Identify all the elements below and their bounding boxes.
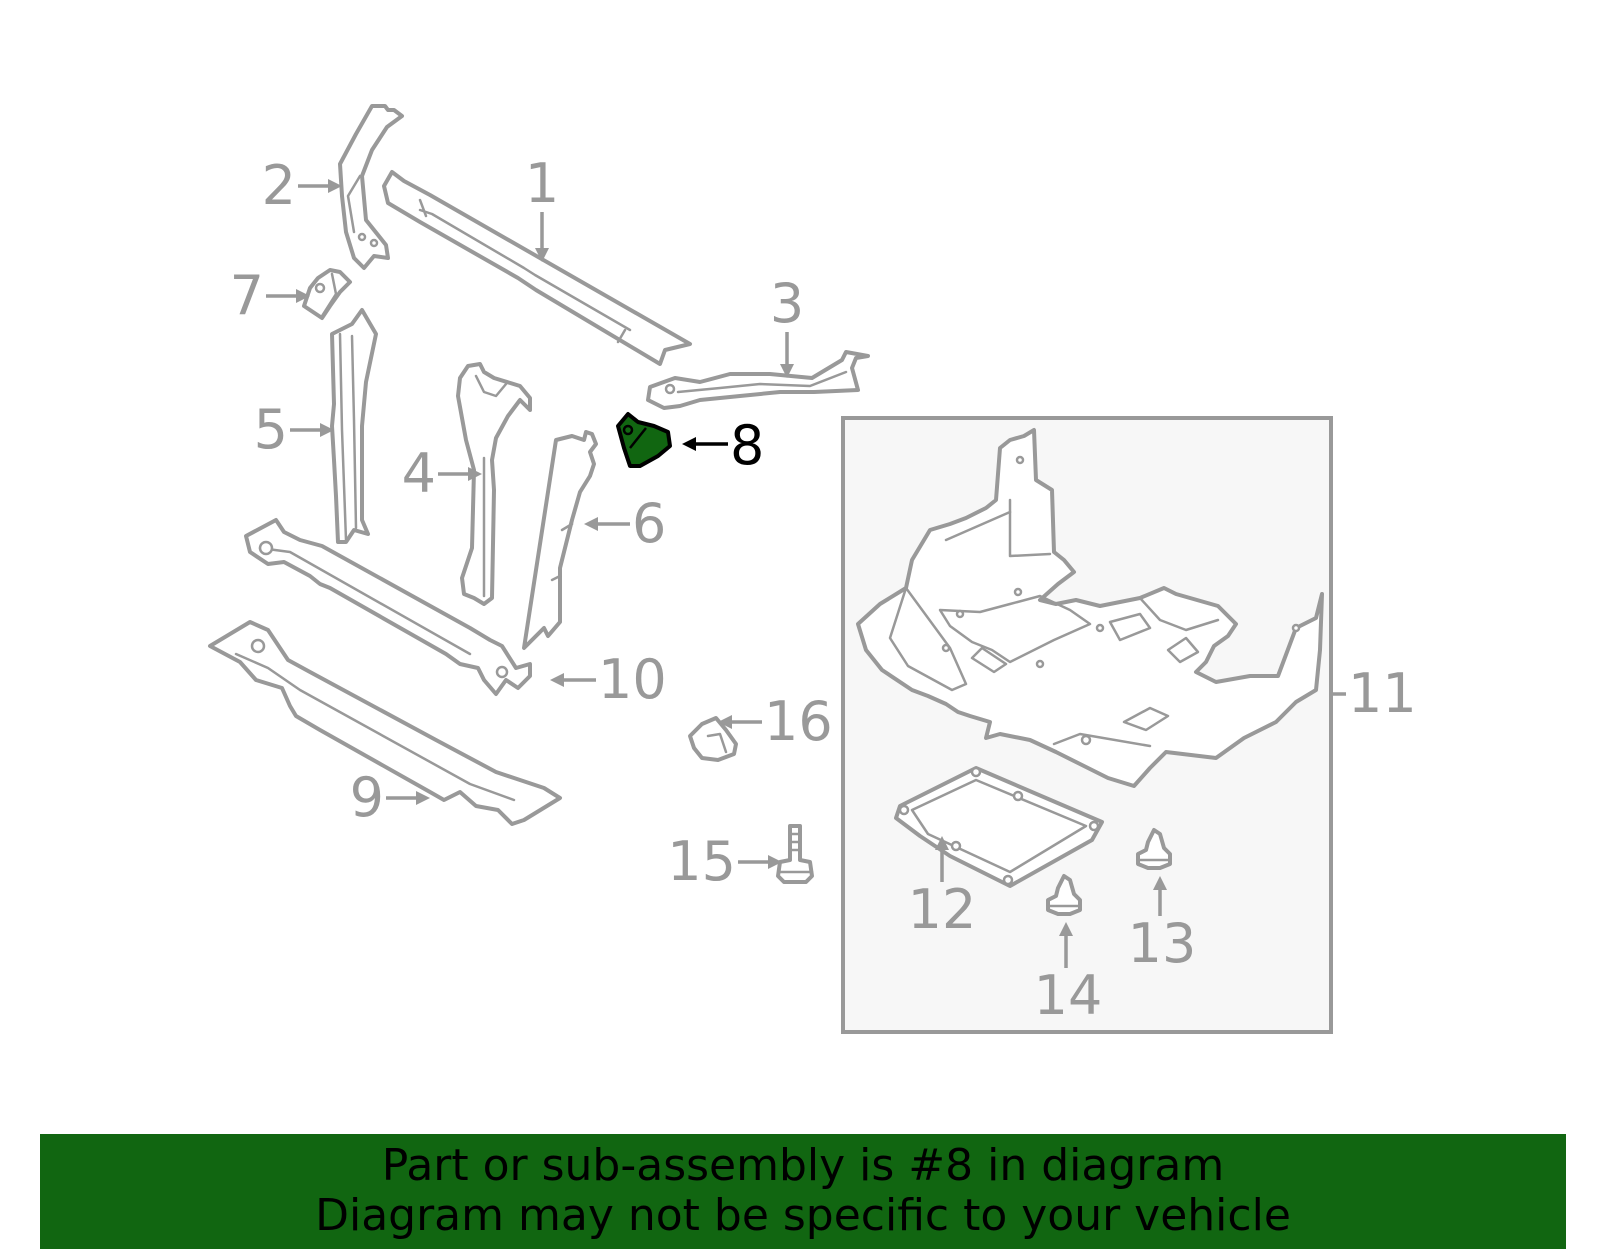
- part-11[interactable]: [856, 428, 1324, 788]
- callout-10: 10: [598, 648, 667, 711]
- part-7[interactable]: [302, 268, 352, 320]
- part-9[interactable]: [208, 620, 562, 826]
- callout-9: 9: [350, 766, 384, 829]
- callout-14: 14: [1034, 964, 1103, 1027]
- part-8[interactable]: [616, 412, 672, 468]
- part-16[interactable]: [688, 716, 738, 762]
- banner-part-notice: Part or sub-assembly is #8 in diagram: [381, 1140, 1225, 1191]
- part-10[interactable]: [244, 518, 532, 696]
- part-3[interactable]: [646, 350, 870, 410]
- part-6[interactable]: [522, 430, 598, 650]
- part-5[interactable]: [330, 308, 378, 544]
- part-1[interactable]: [382, 170, 692, 366]
- callout-12: 12: [908, 878, 977, 941]
- part-14[interactable]: [1046, 874, 1082, 916]
- part-15[interactable]: [776, 824, 814, 884]
- callout-1: 1: [525, 152, 559, 215]
- callout-11: 11: [1348, 662, 1417, 725]
- callout-5: 5: [254, 398, 288, 461]
- callout-13: 13: [1128, 912, 1197, 975]
- callout-leaders: [266, 179, 1346, 968]
- callout-4: 4: [402, 442, 436, 505]
- info-banner: Part or sub-assembly is #8 in diagram Di…: [40, 1134, 1566, 1249]
- callout-8: 8: [730, 414, 764, 477]
- callout-15: 15: [667, 830, 736, 893]
- part-12[interactable]: [894, 766, 1104, 888]
- part-2[interactable]: [338, 104, 404, 270]
- callout-6: 6: [632, 492, 666, 555]
- callout-labels: 1 2 3 4 5 6 7 8 9 10 11 12 13 14 15 16: [230, 152, 1417, 1027]
- callout-7: 7: [230, 264, 264, 327]
- callout-2: 2: [262, 154, 296, 217]
- part-13[interactable]: [1136, 828, 1172, 870]
- part-4[interactable]: [456, 362, 532, 606]
- callout-16: 16: [764, 690, 833, 753]
- callout-3: 3: [770, 272, 804, 335]
- banner-disclaimer: Diagram may not be specific to your vehi…: [315, 1190, 1291, 1241]
